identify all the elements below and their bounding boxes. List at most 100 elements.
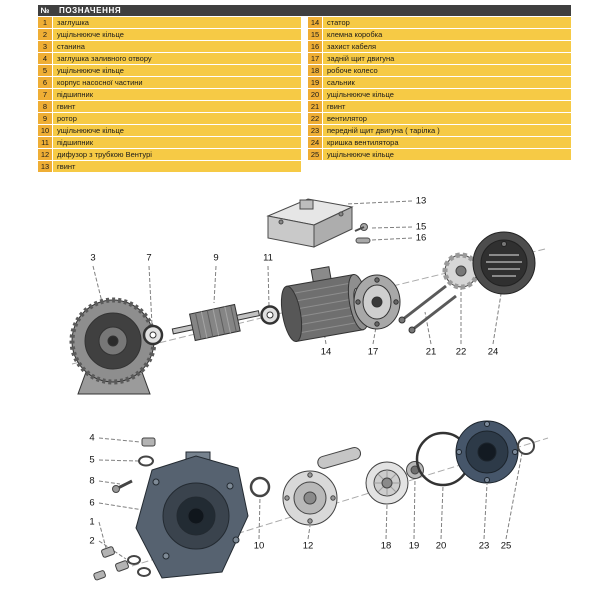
part-label: ущільнююче кільце xyxy=(53,65,301,76)
part-number: 1 xyxy=(38,17,52,28)
callout-21: 21 xyxy=(425,346,437,358)
callout-14: 14 xyxy=(320,346,332,358)
callout-20: 20 xyxy=(435,540,447,552)
part-number: 15 xyxy=(308,29,322,40)
part-label: заглушка xyxy=(53,17,301,28)
callout-5: 5 xyxy=(89,454,95,466)
callout-23: 23 xyxy=(478,540,490,552)
callout-4: 4 xyxy=(89,432,95,444)
part-tie-bolts-drawing xyxy=(398,284,457,334)
part-bearing-7-drawing xyxy=(142,324,164,346)
part-number: 5 xyxy=(38,65,52,76)
part-fan-cover-drawing xyxy=(472,231,536,295)
part-bearing-11-drawing xyxy=(260,305,280,325)
callout-17: 17 xyxy=(367,346,379,358)
part-cable-guard-drawing xyxy=(354,223,371,244)
part-number: 20 xyxy=(308,89,322,100)
callout-15: 15 xyxy=(415,221,427,233)
part-terminal-box-drawing xyxy=(266,198,354,248)
header-number-column: № xyxy=(40,6,50,15)
part-number: 23 xyxy=(308,125,322,136)
callout-3: 3 xyxy=(90,252,96,264)
part-label: ротор xyxy=(53,113,301,124)
parts-table-header: № ПОЗНАЧЕННЯ xyxy=(38,5,571,16)
part-number: 24 xyxy=(308,137,322,148)
callout-2: 2 xyxy=(89,535,95,547)
part-number: 22 xyxy=(308,113,322,124)
part-fan-drawing xyxy=(442,252,480,290)
part-number: 14 xyxy=(308,17,322,28)
part-number: 10 xyxy=(38,125,52,136)
part-number: 7 xyxy=(38,89,52,100)
callout-24: 24 xyxy=(487,346,499,358)
callout-13: 13 xyxy=(415,195,427,207)
part-label: захист кабеля xyxy=(323,41,571,52)
part-label: дифузор з трубкою Вентурі xyxy=(53,149,301,160)
part-label: гвинт xyxy=(323,101,571,112)
part-label: заглушка заливного отвору xyxy=(53,53,301,64)
part-small-plugs-and-rings-drawing xyxy=(93,437,156,581)
part-label: робоче колесо xyxy=(323,65,571,76)
part-label: ущільнююче кільце xyxy=(53,29,301,40)
callout-16: 16 xyxy=(415,232,427,244)
part-label: задній щит двигуна xyxy=(323,53,571,64)
part-label: клемна коробка xyxy=(323,29,571,40)
part-rear-shield-drawing xyxy=(353,274,401,330)
part-label: ущільнююче кільце xyxy=(53,125,301,136)
part-number: 9 xyxy=(38,113,52,124)
callout-12: 12 xyxy=(302,540,314,552)
callout-10: 10 xyxy=(253,540,265,552)
header-designation-column: ПОЗНАЧЕННЯ xyxy=(59,6,122,15)
leader-lines xyxy=(92,200,523,560)
callout-18: 18 xyxy=(380,540,392,552)
part-number: 4 xyxy=(38,53,52,64)
part-number: 8 xyxy=(38,101,52,112)
part-number: 18 xyxy=(308,65,322,76)
part-number: 2 xyxy=(38,29,52,40)
part-seal-drawing xyxy=(406,461,424,479)
part-pump-body-drawing xyxy=(135,451,249,579)
part-number: 17 xyxy=(308,53,322,64)
part-label: статор xyxy=(323,17,571,28)
part-label: підшипник xyxy=(53,89,301,100)
part-label: кришка вентилятора xyxy=(323,137,571,148)
part-number: 19 xyxy=(308,77,322,88)
part-frame-drawing xyxy=(69,297,157,395)
part-label: станина xyxy=(53,41,301,52)
part-front-shield-drawing xyxy=(455,420,519,484)
part-impeller-drawing xyxy=(365,461,409,505)
part-number: 3 xyxy=(38,41,52,52)
part-oring-25-drawing xyxy=(517,437,535,455)
callout-8: 8 xyxy=(89,475,95,487)
part-number: 12 xyxy=(38,149,52,160)
callout-1: 1 xyxy=(89,516,95,528)
part-rotor-drawing xyxy=(171,303,261,342)
part-number: 21 xyxy=(308,101,322,112)
part-oring-10-drawing xyxy=(249,476,271,498)
part-number: 6 xyxy=(38,77,52,88)
